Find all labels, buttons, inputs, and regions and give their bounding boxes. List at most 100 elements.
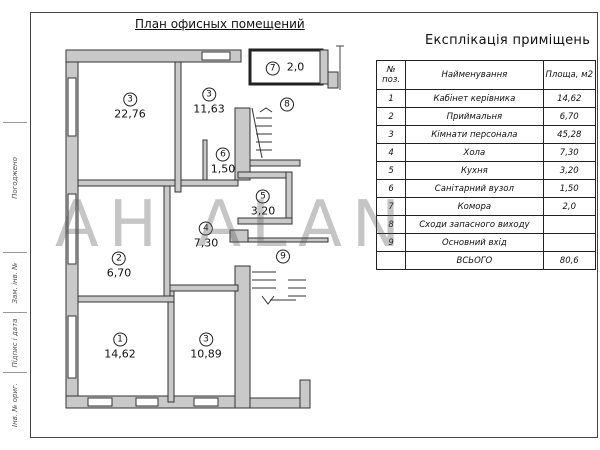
wall <box>237 217 293 225</box>
room-label: 7 2,0 <box>265 60 305 76</box>
wall <box>319 49 329 85</box>
room-number: 3 <box>202 87 216 102</box>
table-cell: 7 <box>375 197 407 216</box>
room-area: 6,70 <box>106 266 132 280</box>
table-cell: Санітарний вузол <box>405 179 544 198</box>
room-number: 5 <box>256 189 270 204</box>
room-area: 3,20 <box>250 204 276 218</box>
wall <box>229 229 249 243</box>
table-cell: 4 <box>375 143 407 162</box>
wall <box>299 379 311 409</box>
wall <box>327 71 339 89</box>
stamp-cell: Зам. інв. № <box>3 252 27 313</box>
table-cell <box>375 251 407 270</box>
wall <box>234 107 251 181</box>
table-cell <box>542 233 597 252</box>
window <box>201 51 231 61</box>
wall <box>167 289 175 403</box>
table-cell: 14,62 <box>542 89 597 108</box>
room-number: 1 <box>113 332 127 347</box>
table-cell: 3,20 <box>542 161 597 180</box>
staircase <box>252 271 306 305</box>
table-cell <box>542 215 597 234</box>
drawing-frame <box>30 12 598 438</box>
room-number: 3 <box>199 332 213 347</box>
stamp-cell: Інв. № ориг. <box>3 372 27 437</box>
window <box>193 397 219 407</box>
room-area: 7,30 <box>193 236 219 250</box>
room-label: 9 <box>276 249 290 264</box>
table-cell: 1,50 <box>542 179 597 198</box>
table-cell: ВСЬОГО <box>405 251 544 270</box>
wall <box>77 295 175 303</box>
column-header: Найменування <box>405 60 544 90</box>
room-number: 4 <box>199 221 213 236</box>
table-cell: 2,0 <box>542 197 597 216</box>
table-cell: Хола <box>405 143 544 162</box>
table-cell: Сходи запасного виходу <box>405 215 544 234</box>
window <box>135 397 159 407</box>
plan-title: План офисных помещений <box>135 17 305 31</box>
wall <box>169 284 239 292</box>
table-cell: 80,6 <box>542 251 597 270</box>
window <box>67 77 77 137</box>
wall <box>174 61 182 193</box>
room-number: 7 <box>265 61 280 76</box>
room-number: 2 <box>112 251 126 266</box>
table-cell: Основний вхід <box>405 233 544 252</box>
table-cell: 2 <box>375 107 407 126</box>
room-area: 2,0 <box>286 60 305 74</box>
table-cell: 7,30 <box>542 143 597 162</box>
table-cell: 6,70 <box>542 107 597 126</box>
column-header: Площа, м2 <box>542 60 597 90</box>
stamp-cell: Погоджено <box>3 122 27 233</box>
wall <box>249 159 301 167</box>
wall <box>202 139 208 181</box>
room-area: 11,63 <box>193 102 225 116</box>
room-number: 3 <box>123 92 137 107</box>
watermark: AH ALAN <box>55 188 410 262</box>
stamp-cell: Підпис і дата <box>3 312 27 373</box>
window <box>67 315 77 379</box>
room-area: 10,89 <box>190 347 222 361</box>
wall <box>234 265 251 409</box>
window <box>87 397 113 407</box>
table-cell: 45,28 <box>542 125 597 144</box>
table-cell: Кімнати персонала <box>405 125 544 144</box>
staircase <box>251 107 273 159</box>
room-area: 14,62 <box>104 347 136 361</box>
wall <box>77 179 239 187</box>
wall <box>237 171 291 179</box>
wall <box>65 49 242 63</box>
room-number: 9 <box>276 249 290 264</box>
room-area: 22,76 <box>114 107 146 121</box>
table-cell: 5 <box>375 161 407 180</box>
table-cell: Кухня <box>405 161 544 180</box>
window <box>67 193 77 265</box>
room-number: 8 <box>280 97 294 112</box>
table-cell: Комора <box>405 197 544 216</box>
table-cell: Приймальня <box>405 107 544 126</box>
room-area: 1,50 <box>210 162 236 176</box>
table-header-row: № поз. Найменування Площа, м2 <box>375 60 597 90</box>
table-cell: 1 <box>375 89 407 108</box>
room-number: 6 <box>216 147 230 162</box>
room-label: 8 <box>280 97 294 112</box>
